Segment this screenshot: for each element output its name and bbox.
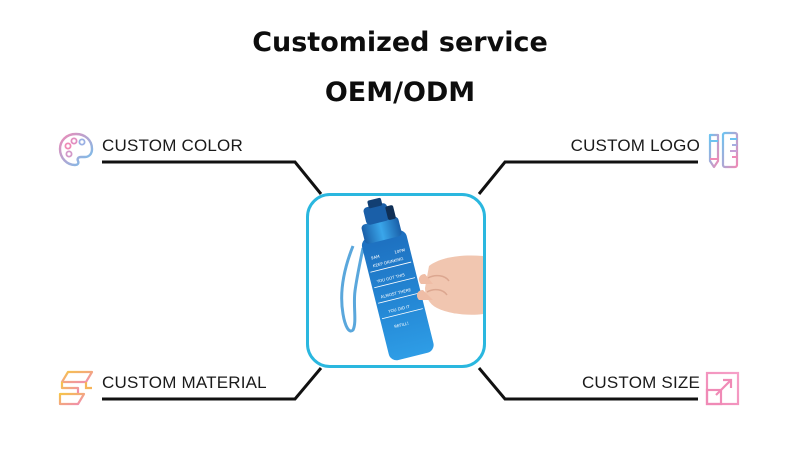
water-bottle-image: 9AM 10PM KEEP DRINKING YOU GOT THIS ALMO… (340, 197, 483, 361)
layers-icon (58, 370, 94, 406)
connector-line-size (477, 367, 698, 401)
resize-icon (705, 371, 740, 406)
connector-line-color (102, 160, 323, 195)
pencil-ruler-icon (708, 131, 739, 169)
page-subtitle: OEM/ODM (324, 77, 476, 108)
svg-text:REFILL!: REFILL! (394, 321, 410, 329)
product-image-frame: 9AM 10PM KEEP DRINKING YOU GOT THIS ALMO… (306, 193, 486, 368)
svg-text:9AM: 9AM (370, 253, 380, 260)
palette-icon (58, 132, 94, 167)
custom-logo-label: CUSTOM LOGO (570, 136, 700, 155)
custom-size-label: CUSTOM SIZE (581, 373, 700, 392)
connector-line-material (102, 367, 323, 401)
connector-line-logo (477, 160, 698, 195)
custom-color-label: CUSTOM COLOR (102, 136, 243, 155)
custom-material-label: CUSTOM MATERIAL (102, 373, 267, 392)
svg-text:YOU DID IT: YOU DID IT (387, 304, 411, 315)
svg-text:10PM: 10PM (394, 247, 406, 255)
page-title: Customized service (252, 27, 548, 58)
